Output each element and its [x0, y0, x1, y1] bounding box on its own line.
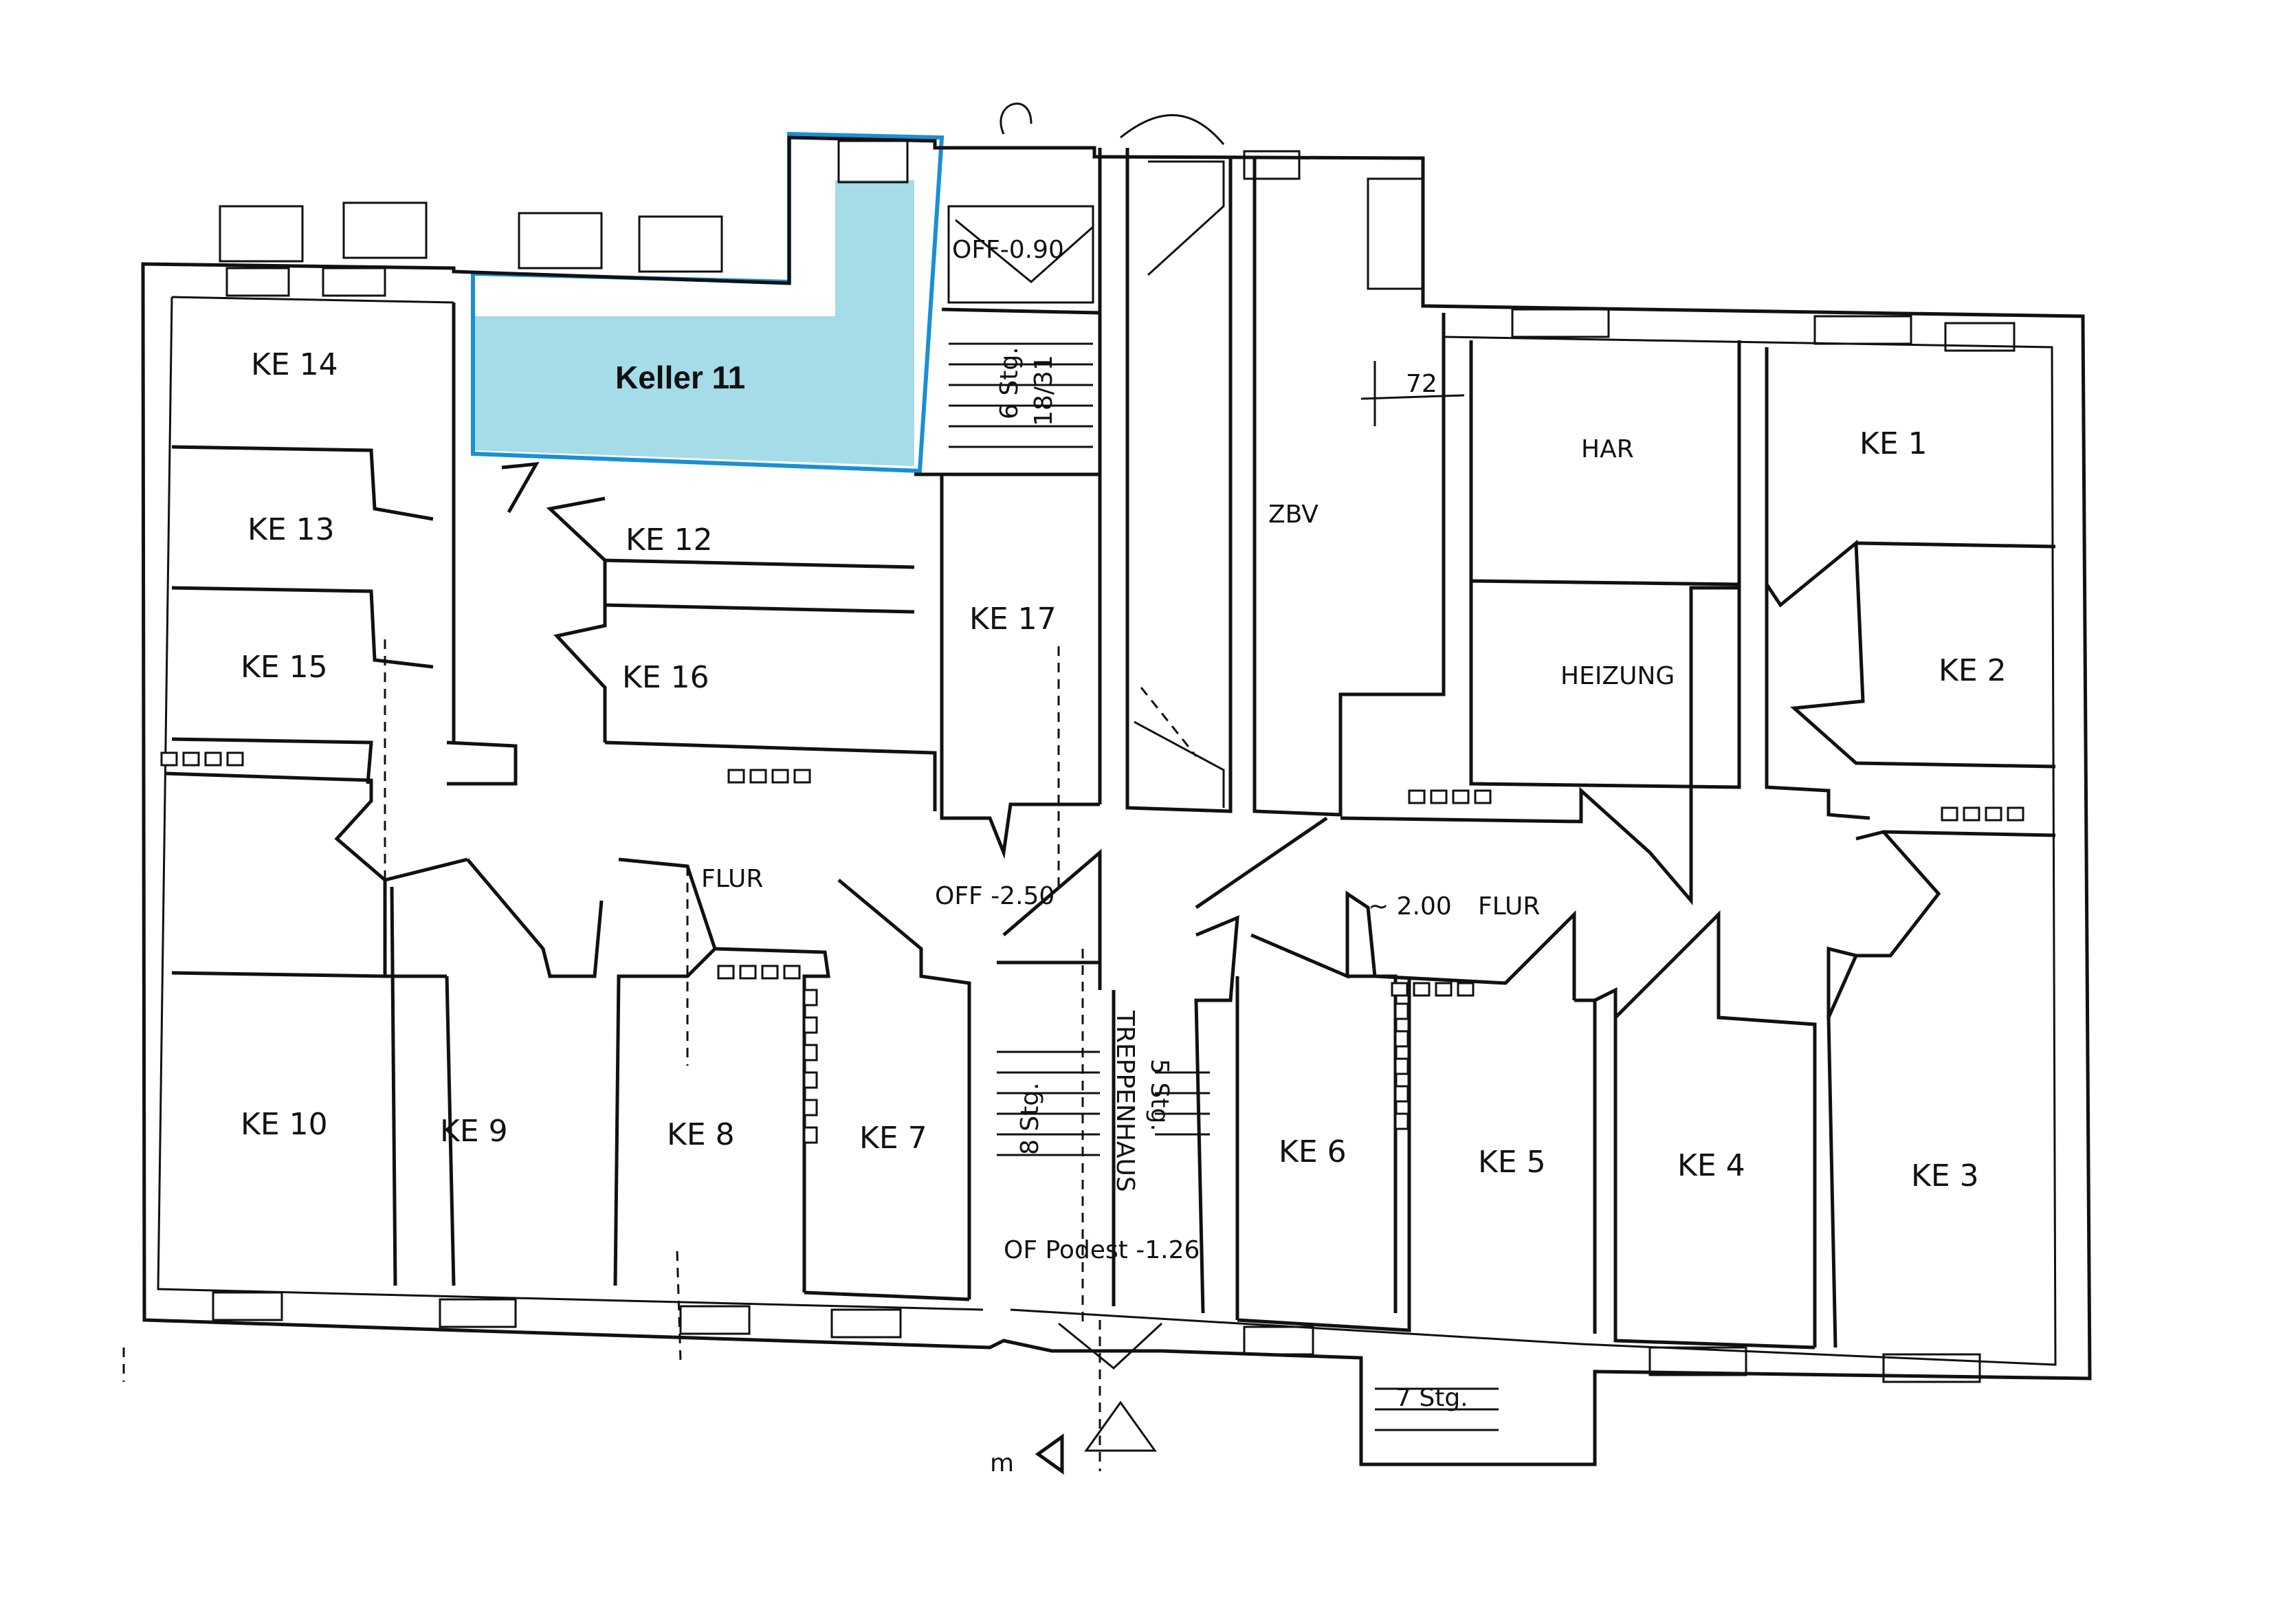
building-inner-outline	[157, 296, 2057, 1366]
room-label-ke15: KE 15	[241, 650, 328, 685]
annotation-flur-left: FLUR	[701, 865, 763, 893]
room-label-ke13: KE 13	[247, 512, 335, 547]
room-label-ke14: KE 14	[251, 347, 338, 382]
room-label-ke5: KE 5	[1478, 1145, 1546, 1180]
room-label-ke17: KE 17	[969, 602, 1057, 637]
annotation-stair-mid-a: 5 Stg.	[1145, 1059, 1173, 1132]
room-label-zbv: ZBV	[1268, 500, 1318, 529]
room-label-har: HAR	[1581, 435, 1634, 463]
room-label-ke2: KE 2	[1939, 653, 2007, 688]
central-walls	[940, 148, 2056, 1350]
keller-11-highlight[interactable]	[474, 180, 914, 466]
annotation-stair-mid-b: 8 Stg.	[1016, 1082, 1044, 1155]
annotation-flur-right: FLUR	[1478, 892, 1540, 921]
room-label-ke8: KE 8	[667, 1117, 735, 1152]
keller-11-label: Keller 11	[615, 360, 745, 395]
building-outline	[141, 135, 2092, 1466]
room-label-ke16: KE 16	[622, 660, 709, 695]
door-swings	[1000, 102, 1465, 1370]
entrance-symbol	[1035, 1400, 1157, 1475]
room-label-ke9: KE 9	[440, 1114, 508, 1149]
room-label-ke10: KE 10	[241, 1107, 328, 1142]
annotation-dim-72: 72	[1406, 370, 1437, 398]
room-label-ke3: KE 3	[1911, 1158, 1979, 1194]
room-label-ke12: KE 12	[626, 522, 713, 558]
dashed-lines	[122, 639, 1197, 1471]
room-label-ke4: KE 4	[1677, 1148, 1745, 1183]
window-wells	[212, 140, 2016, 1383]
room-label-ke1: KE 1	[1859, 426, 1928, 461]
room-label-ke6: KE 6	[1279, 1134, 1347, 1169]
annotation-stair-top-a: 6 Stg.	[995, 346, 1024, 419]
annotation-flur-right-level: ~ 2.00	[1368, 892, 1452, 921]
stair-treads	[947, 160, 1499, 1431]
annotation-off-top: OFF-0.90	[952, 236, 1064, 264]
annotation-podest: OF Podest -1.26	[1004, 1236, 1200, 1264]
annotation-treppenhaus: TREPPENHAUS	[1111, 1010, 1139, 1192]
annotation-north-mark: m	[990, 1449, 1014, 1477]
room-label-ke7: KE 7	[859, 1121, 927, 1156]
room-label-heizung: HEIZUNG	[1560, 662, 1675, 690]
annotation-stair-bottom: 7 Stg.	[1395, 1384, 1468, 1412]
annotation-off-mid: OFF -2.50	[935, 882, 1055, 910]
glass-block-rows	[160, 751, 2024, 1144]
annotation-stair-top-b: 18/31	[1030, 355, 1058, 426]
